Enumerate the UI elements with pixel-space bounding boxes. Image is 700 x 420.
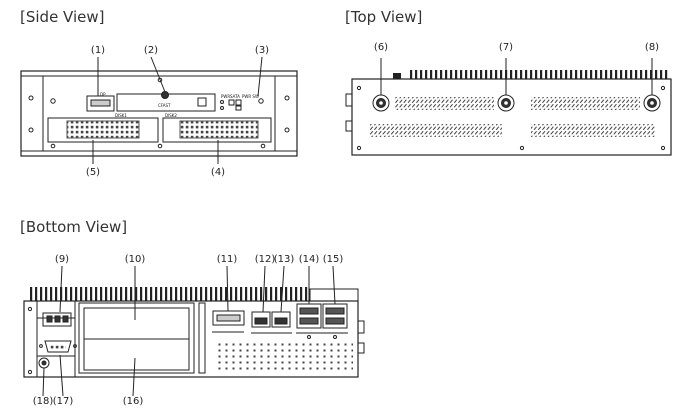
lan-port-1 (251, 311, 271, 328)
dp-label: DP (100, 92, 106, 97)
top-view-title: [Top View] (345, 8, 423, 26)
top-vent-upper-right (531, 97, 640, 110)
disk2-bay (162, 117, 272, 143)
callout-15: (15) (322, 254, 344, 265)
callout-14: (14) (298, 254, 320, 265)
sata-label: SATA (230, 94, 240, 99)
callout-2: (2) (143, 45, 159, 56)
callout-5: (5) (85, 167, 101, 178)
bottom-vent-dots (215, 340, 353, 373)
callout-17: (17) (52, 396, 74, 407)
bottom-view-chassis-outline (23, 300, 359, 378)
callout-9: (9) (54, 254, 70, 265)
callout-8: (8) (644, 42, 660, 53)
callout-10: (10) (124, 254, 146, 265)
cfast-label: CFAST (158, 103, 171, 108)
disk1-label: DISK1 (115, 113, 127, 118)
top-vent-lower-right (531, 124, 655, 137)
top-view-drawing (345, 58, 672, 156)
side-view-inner-panel (42, 75, 276, 152)
top-view-chassis-outline (351, 78, 672, 156)
bottom-heatsink-fins (28, 287, 310, 301)
callout-7: (7) (498, 42, 514, 53)
callout-18: (18) (32, 396, 54, 407)
callout-4: (4) (210, 167, 226, 178)
dp-port (86, 95, 115, 112)
disk2-label: DISK2 (165, 113, 177, 118)
top-vent-lower-left (370, 124, 502, 137)
side-view-title: [Side View] (20, 8, 105, 26)
top-vent-upper-left (395, 97, 494, 110)
antenna-connector-7 (497, 94, 515, 112)
callout-12: (12) (254, 254, 276, 265)
serial-port (44, 340, 72, 353)
top-heatsink-fins (408, 70, 670, 79)
antenna-connector-8 (643, 94, 661, 112)
bottom-view-drawing (23, 265, 365, 397)
callout-13: (13) (273, 254, 295, 265)
power-terminal-block (42, 312, 72, 327)
callout-6: (6) (373, 42, 389, 53)
disk1-bay (47, 117, 159, 143)
side-view-chassis-outline (20, 70, 298, 157)
bottom-view-title: [Bottom View] (20, 218, 128, 236)
callout-11: (11) (216, 254, 238, 265)
antenna-connector-6 (372, 94, 390, 112)
pwr-label: PWR (221, 94, 230, 99)
callout-16: (16) (122, 396, 144, 407)
side-view-labels: DP CFAST DISK1 DISK2 PWR SATA PWR SW (100, 92, 259, 118)
side-view-drawing (20, 56, 298, 164)
bottom-dp-port (212, 310, 245, 326)
callout-3: (3) (254, 45, 270, 56)
drive-bay-lower (83, 338, 190, 371)
callout-1: (1) (90, 45, 106, 56)
drive-bay-upper (83, 307, 190, 340)
pwr-sw-label: PWR SW (242, 94, 259, 99)
